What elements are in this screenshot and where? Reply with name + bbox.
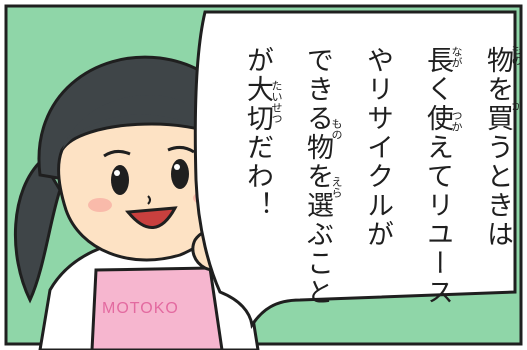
apron-name: MOTOKO	[102, 300, 179, 317]
speech-line-2: 長く使えてリユース	[422, 46, 453, 307]
speech-line-5: が大切だわ！	[242, 46, 273, 220]
speech-bubble	[193, 10, 517, 330]
furigana-tsuka: つか	[450, 110, 463, 132]
furigana-ka: か	[510, 100, 523, 111]
furigana-era: えら	[330, 176, 343, 198]
speech-line-1: 物を買うときは	[482, 46, 513, 249]
furigana-mono-2: もの	[330, 118, 343, 140]
furigana-mono-1: もの	[510, 44, 523, 66]
speech-line-4: できる物を選ぶこと	[302, 46, 333, 307]
furigana-naga: なが	[450, 46, 463, 68]
speech-line-3: やリサイクルが	[362, 46, 393, 249]
furigana-taisetsu: たいせつ	[270, 80, 283, 124]
